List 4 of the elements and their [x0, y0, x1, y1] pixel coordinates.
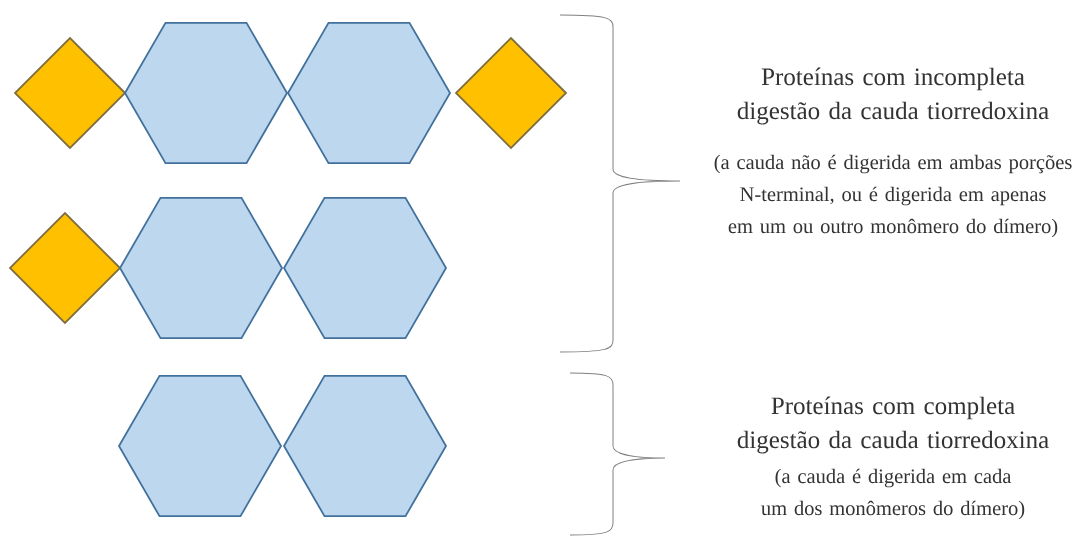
description-text: (a cauda é digerida em cada um dos monômeros do dímero) [761, 468, 1025, 520]
heading-text: Proteínas com incompleta digestão da cauda tiorredoxina [737, 67, 1049, 125]
description-text: (a cauda não é digerida em ambas porções N-terminal, ou é digerida em apenas em um ou outro monômero do dímero) [714, 154, 1072, 238]
heading-text: Proteínas com completa digestão da cauda tiorredoxina [737, 396, 1049, 454]
